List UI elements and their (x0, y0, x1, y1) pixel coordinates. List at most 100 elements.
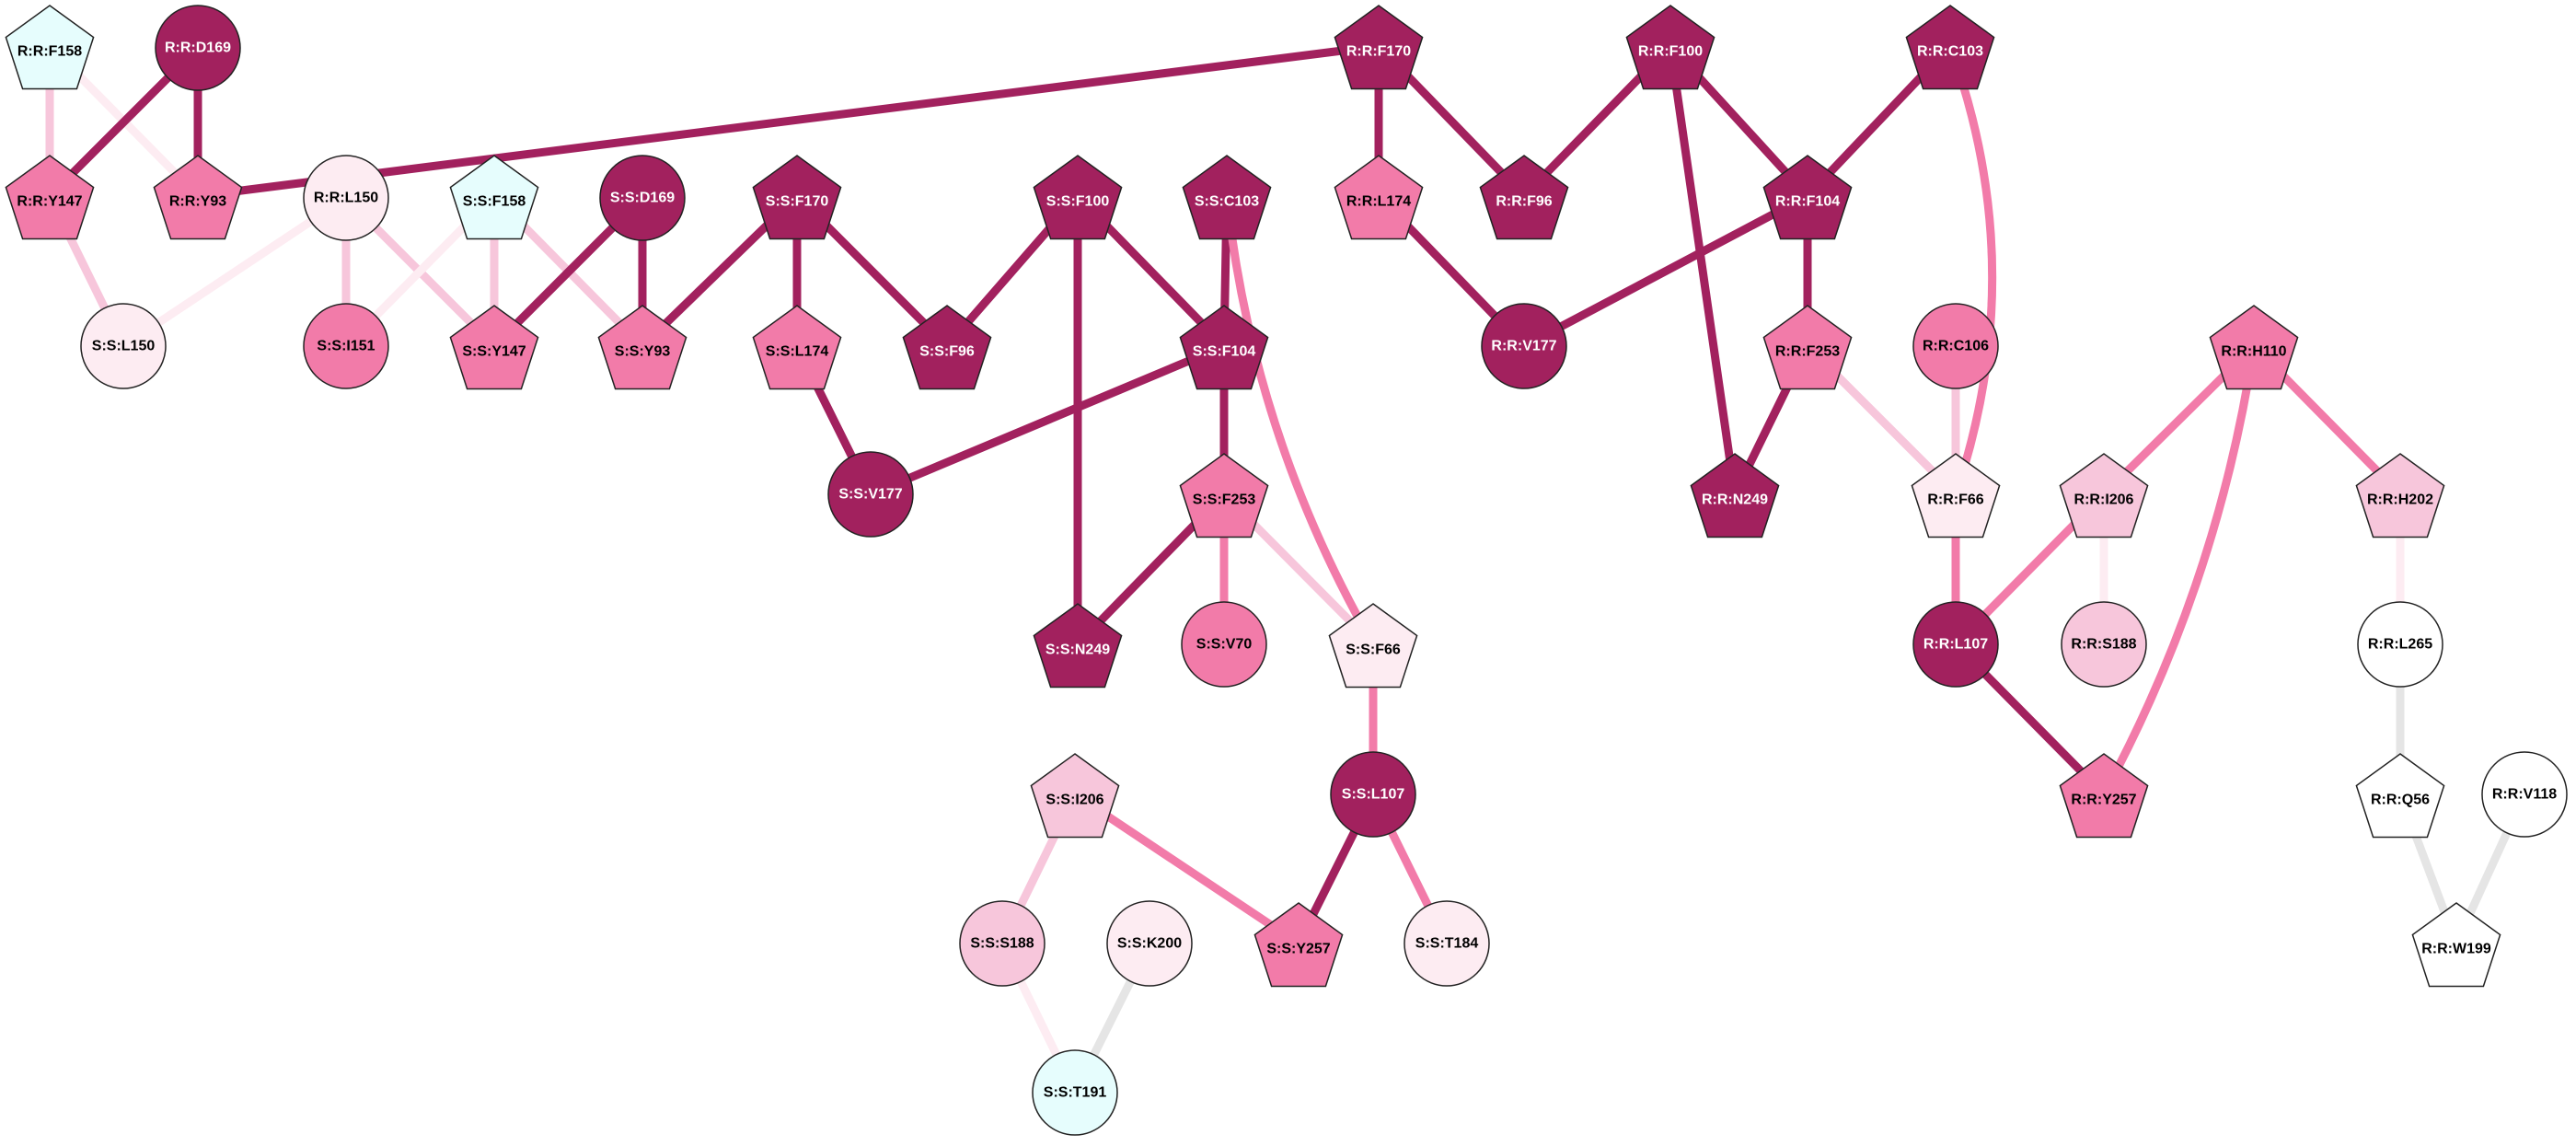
node-r-r-h202[interactable]: R:R:H202 (2355, 453, 2445, 538)
node-r-r-l107[interactable]: R:R:L107 (1912, 601, 1999, 688)
node-r-r-s188[interactable]: R:R:S188 (2061, 601, 2147, 688)
node-r-r-w199[interactable]: R:R:W199 (2411, 902, 2501, 988)
node-label: R:R:F96 (1496, 194, 1552, 210)
node-s-s-i151[interactable]: S:S:I151 (303, 303, 389, 389)
node-s-s-s188[interactable]: S:S:S188 (959, 900, 1045, 987)
node-r-r-f66[interactable]: R:R:F66 (1911, 453, 2001, 538)
node-r-r-q56[interactable]: R:R:Q56 (2355, 753, 2445, 839)
node-pentagon (1625, 5, 1715, 90)
node-r-r-h110[interactable]: R:R:H110 (2209, 305, 2299, 390)
node-label: R:R:W199 (2421, 942, 2491, 957)
node-r-r-d169[interactable]: R:R:D169 (155, 5, 241, 91)
node-pentagon (2355, 753, 2445, 839)
node-s-s-n249[interactable]: S:S:N249 (1033, 603, 1123, 689)
node-s-s-f66[interactable]: S:S:F66 (1328, 603, 1418, 689)
node-r-r-f253[interactable]: R:R:F253 (1762, 305, 1853, 390)
node-label: S:S:L107 (1342, 787, 1405, 803)
node-r-r-f104[interactable]: R:R:F104 (1762, 155, 1853, 240)
node-s-s-f158[interactable]: S:S:F158 (449, 155, 539, 240)
node-circle (827, 451, 914, 538)
node-label: S:S:F96 (919, 344, 975, 360)
node-r-r-c106[interactable]: R:R:C106 (1912, 303, 1999, 389)
node-s-s-i206[interactable]: S:S:I206 (1030, 753, 1120, 839)
node-label: S:S:V70 (1196, 637, 1253, 653)
node-label: R:R:Y257 (2071, 793, 2136, 808)
node-s-s-v70[interactable]: S:S:V70 (1181, 601, 1267, 688)
node-circle (155, 5, 241, 91)
node-r-r-i206[interactable]: R:R:I206 (2059, 453, 2149, 538)
node-r-r-f96[interactable]: R:R:F96 (1479, 155, 1569, 240)
node-s-s-d169[interactable]: S:S:D169 (599, 155, 686, 241)
node-pentagon (1253, 902, 1344, 988)
node-s-s-f100[interactable]: S:S:F100 (1033, 155, 1123, 240)
node-pentagon (1328, 603, 1418, 689)
node-label: S:S:F253 (1193, 492, 1256, 508)
edge-r-r-f104-to-r-r-v177 (1519, 191, 1812, 351)
edge-s-s-i206-to-s-s-y257 (1070, 790, 1303, 948)
node-label: R:R:F158 (17, 44, 82, 60)
node-pentagon (752, 155, 842, 240)
node-pentagon (1911, 453, 2001, 538)
node-label: R:R:F100 (1638, 44, 1703, 60)
node-s-s-f104[interactable]: S:S:F104 (1179, 305, 1269, 390)
node-s-s-f253[interactable]: S:S:F253 (1179, 453, 1269, 538)
node-circle (2061, 601, 2147, 688)
node-label: R:R:C103 (1917, 44, 1983, 60)
node-circle (599, 155, 686, 241)
node-s-s-f96[interactable]: S:S:F96 (902, 305, 992, 390)
edge-s-s-f104-to-s-s-v177 (866, 341, 1229, 499)
node-circle (2481, 751, 2568, 838)
node-s-s-k200[interactable]: S:S:K200 (1106, 900, 1193, 987)
node-r-r-f100[interactable]: R:R:F100 (1625, 5, 1715, 90)
node-pentagon (1179, 305, 1269, 390)
node-label: R:R:H110 (2221, 344, 2286, 360)
node-label: S:S:F158 (463, 194, 526, 210)
node-pentagon (1182, 155, 1272, 240)
node-label: S:S:V177 (838, 487, 902, 503)
node-pentagon (2411, 902, 2501, 988)
node-pentagon (752, 305, 842, 390)
node-r-r-y257[interactable]: R:R:Y257 (2059, 753, 2149, 839)
node-label: R:R:Y147 (17, 194, 82, 210)
node-circle (303, 303, 389, 389)
node-label: R:R:L265 (2368, 637, 2432, 653)
node-label: S:S:F66 (1346, 642, 1401, 658)
node-s-s-v177[interactable]: S:S:V177 (827, 451, 914, 538)
node-label: R:R:F66 (1927, 492, 1983, 508)
node-pentagon (1334, 5, 1424, 90)
node-s-s-l174[interactable]: S:S:L174 (752, 305, 842, 390)
node-r-r-v118[interactable]: R:R:V118 (2481, 751, 2568, 838)
node-pentagon (1334, 155, 1424, 240)
node-s-s-y257[interactable]: S:S:Y257 (1253, 902, 1344, 988)
node-r-r-l150[interactable]: R:R:L150 (303, 155, 389, 241)
node-circle (1032, 1049, 1118, 1136)
node-label: S:S:I151 (317, 339, 375, 354)
node-s-s-f170[interactable]: S:S:F170 (752, 155, 842, 240)
node-r-r-y147[interactable]: R:R:Y147 (5, 155, 95, 240)
node-s-s-l107[interactable]: S:S:L107 (1330, 751, 1416, 838)
node-circle (1912, 601, 1999, 688)
node-r-r-n249[interactable]: R:R:N249 (1690, 453, 1780, 538)
node-r-r-l174[interactable]: R:R:L174 (1334, 155, 1424, 240)
node-s-s-l150[interactable]: S:S:L150 (80, 303, 167, 389)
node-r-r-c103[interactable]: R:R:C103 (1905, 5, 1995, 90)
node-pentagon (1179, 453, 1269, 538)
node-pentagon (1905, 5, 1995, 90)
node-r-r-f158[interactable]: R:R:F158 (5, 5, 95, 90)
node-r-r-f170[interactable]: R:R:F170 (1334, 5, 1424, 90)
node-s-s-c103[interactable]: S:S:C103 (1182, 155, 1272, 240)
node-label: R:R:F104 (1775, 194, 1840, 210)
node-r-r-y93[interactable]: R:R:Y93 (153, 155, 243, 240)
node-circle (1330, 751, 1416, 838)
node-circle (80, 303, 167, 389)
node-s-s-t191[interactable]: S:S:T191 (1032, 1049, 1118, 1136)
edge-s-s-c103-to-s-s-f66 (1222, 191, 1378, 649)
node-label: S:S:Y93 (615, 344, 671, 360)
node-s-s-t184[interactable]: S:S:T184 (1404, 900, 1490, 987)
node-s-s-y93[interactable]: S:S:Y93 (597, 305, 687, 390)
node-r-r-l265[interactable]: R:R:L265 (2357, 601, 2443, 688)
node-s-s-y147[interactable]: S:S:Y147 (449, 305, 539, 390)
node-r-r-v177[interactable]: R:R:V177 (1481, 303, 1567, 389)
